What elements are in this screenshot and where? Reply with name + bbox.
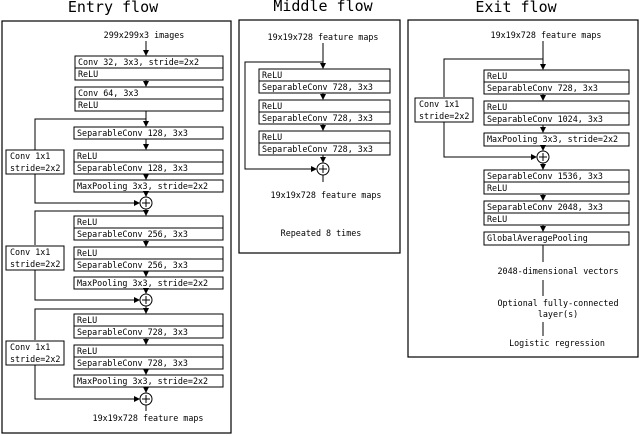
middle-block-2: ReLU SeparableConv 728, 3x3 (258, 99, 391, 125)
exit-skip-connection (443, 122, 537, 160)
entry-b1-maxpool-label: MaxPooling 3x3, stride=2x2 (77, 181, 208, 191)
entry-output-label: 19x19x728 feature maps (93, 413, 204, 423)
entry-skip-connection (34, 118, 146, 150)
exit-input-label: 19x19x728 feature maps (491, 30, 602, 40)
entry-conv2-label: Conv 64, 3x3 (78, 88, 139, 98)
entry-conv1-block: Conv 32, 3x3, stride=2x2 ReLU (74, 55, 224, 81)
entry-skip-connection (34, 210, 146, 245)
entry-b1-maxpool: MaxPooling 3x3, stride=2x2 (73, 179, 224, 193)
entry-skip2-conv-label: Conv 1x1 (10, 247, 50, 257)
entry-skip3-stride-label: stride=2x2 (10, 354, 60, 364)
middle-repeat-label: Repeated 8 times (281, 228, 362, 238)
exit-skip-conv: Conv 1x1 stride=2x2 (414, 97, 474, 123)
entry-b3-maxpool: MaxPooling 3x3, stride=2x2 (73, 374, 224, 388)
entry-b3-relu2-label: ReLU (77, 346, 97, 356)
middle-flow-title: Middle flow (273, 0, 373, 15)
middle-block-1: ReLU SeparableConv 728, 3x3 (258, 68, 391, 94)
exit-fc-label-1: Optional fully-connected (497, 298, 618, 308)
entry-conv2-relu-label: ReLU (78, 100, 98, 110)
entry-add2-icon (139, 293, 153, 307)
entry-skip2-conv: Conv 1x1 stride=2x2 (5, 245, 65, 271)
entry-add3-icon (139, 392, 153, 406)
entry-skip-connection (34, 365, 140, 402)
entry-b3-sepconv1-label: SeparableConv 728, 3x3 (77, 327, 188, 337)
exit-logistic-label: Logistic regression (509, 338, 605, 348)
exit-b1-maxpool: MaxPooling 3x3, stride=2x2 (483, 132, 630, 147)
exit-b2-sepconv-relu-2: SeparableConv 2048, 3x3 ReLU (483, 200, 630, 226)
exit-flow-panel (407, 19, 639, 358)
entry-b2-relu1-label: ReLU (77, 217, 97, 227)
entry-b2-relu-sepconv-2: ReLU SeparableConv 256, 3x3 (73, 246, 224, 272)
entry-b2-relu2-label: ReLU (77, 248, 97, 258)
entry-b1-relu-sepconv: ReLU SeparableConv 128, 3x3 (73, 149, 224, 175)
middle-sepconv3-label: SeparableConv 728, 3x3 (262, 144, 373, 154)
exit-b1-relu1-label: ReLU (487, 71, 507, 81)
exit-vectors-label: 2048-dimensional vectors (497, 266, 618, 276)
middle-add-icon (316, 162, 330, 176)
entry-b1-sepconv: SeparableConv 128, 3x3 (73, 126, 224, 140)
exit-b2-relu2-label: ReLU (487, 214, 507, 224)
entry-b3-relu-sepconv-2: ReLU SeparableConv 728, 3x3 (73, 344, 224, 370)
exit-b1-maxpool-label: MaxPooling 3x3, stride=2x2 (487, 134, 618, 144)
entry-skip1-conv: Conv 1x1 stride=2x2 (5, 149, 65, 175)
entry-b1-sepconv-label: SeparableConv 128, 3x3 (77, 128, 188, 138)
exit-skip-conv-label: Conv 1x1 (419, 99, 459, 109)
entry-conv1-label: Conv 32, 3x3, stride=2x2 (78, 57, 199, 67)
entry-flow-title: Entry flow (68, 0, 159, 16)
entry-skip3-conv-label: Conv 1x1 (10, 342, 50, 352)
middle-relu3-label: ReLU (262, 132, 282, 142)
exit-fc-label-2: layer(s) (538, 309, 578, 319)
entry-skip1-stride-label: stride=2x2 (10, 163, 60, 173)
exit-b2-sepconv-relu-1: SeparableConv 1536, 3x3 ReLU (483, 169, 630, 195)
middle-block-3: ReLU SeparableConv 728, 3x3 (258, 130, 391, 156)
middle-relu2-label: ReLU (262, 101, 282, 111)
entry-skip3-conv: Conv 1x1 stride=2x2 (5, 340, 65, 366)
exit-b1-sepconv2-label: SeparableConv 1024, 3x3 (487, 114, 603, 124)
entry-flow-panel (1, 20, 232, 434)
entry-conv1-relu-label: ReLU (78, 69, 98, 79)
entry-b1-relu-label: ReLU (77, 151, 97, 161)
entry-b1-sepconv2-label: SeparableConv 128, 3x3 (77, 163, 188, 173)
exit-b2-relu1-label: ReLU (487, 183, 507, 193)
entry-b2-sepconv2-label: SeparableConv 256, 3x3 (77, 260, 188, 270)
entry-input-label: 299x299x3 images (104, 30, 185, 40)
entry-b2-maxpool: MaxPooling 3x3, stride=2x2 (73, 276, 224, 290)
middle-output-label: 19x19x728 feature maps (271, 190, 382, 200)
entry-b2-sepconv1-label: SeparableConv 256, 3x3 (77, 229, 188, 239)
entry-b3-relu-sepconv-1: ReLU SeparableConv 728, 3x3 (73, 313, 224, 339)
middle-flow-panel (238, 19, 401, 254)
exit-gap-label: GlobalAveragePooling (487, 233, 588, 243)
entry-b2-maxpool-label: MaxPooling 3x3, stride=2x2 (77, 278, 208, 288)
exit-b1-relu2-label: ReLU (487, 102, 507, 112)
entry-b2-relu-sepconv-1: ReLU SeparableConv 256, 3x3 (73, 215, 224, 241)
entry-skip-connection (34, 174, 140, 206)
exit-skip-connection (443, 58, 543, 97)
entry-skip-connection (34, 270, 140, 303)
exit-b2-sepconv2-label: SeparableConv 2048, 3x3 (487, 202, 603, 212)
entry-conv2-block: Conv 64, 3x3 ReLU (74, 86, 224, 112)
exit-b1-relu-sepconv-1: ReLU SeparableConv 728, 3x3 (483, 69, 630, 95)
middle-skip-connection (244, 61, 323, 172)
exit-b1-sepconv1-label: SeparableConv 728, 3x3 (487, 83, 598, 93)
exit-flow-title: Exit flow (475, 0, 557, 16)
middle-input-label: 19x19x728 feature maps (268, 32, 379, 42)
exit-skip-stride-label: stride=2x2 (419, 111, 469, 121)
exit-gap-block: GlobalAveragePooling (483, 231, 630, 246)
entry-b3-relu1-label: ReLU (77, 315, 97, 325)
entry-skip-connection (34, 308, 146, 340)
middle-sepconv2-label: SeparableConv 728, 3x3 (262, 113, 373, 123)
exit-add-icon (536, 150, 550, 164)
entry-add1-icon (139, 196, 153, 210)
entry-b3-maxpool-label: MaxPooling 3x3, stride=2x2 (77, 376, 208, 386)
middle-relu1-label: ReLU (262, 70, 282, 80)
entry-skip1-conv-label: Conv 1x1 (10, 151, 50, 161)
exit-b1-relu-sepconv-2: ReLU SeparableConv 1024, 3x3 (483, 100, 630, 126)
middle-sepconv1-label: SeparableConv 728, 3x3 (262, 82, 373, 92)
entry-skip2-stride-label: stride=2x2 (10, 259, 60, 269)
exit-b2-sepconv1-label: SeparableConv 1536, 3x3 (487, 171, 603, 181)
entry-b3-sepconv2-label: SeparableConv 728, 3x3 (77, 358, 188, 368)
